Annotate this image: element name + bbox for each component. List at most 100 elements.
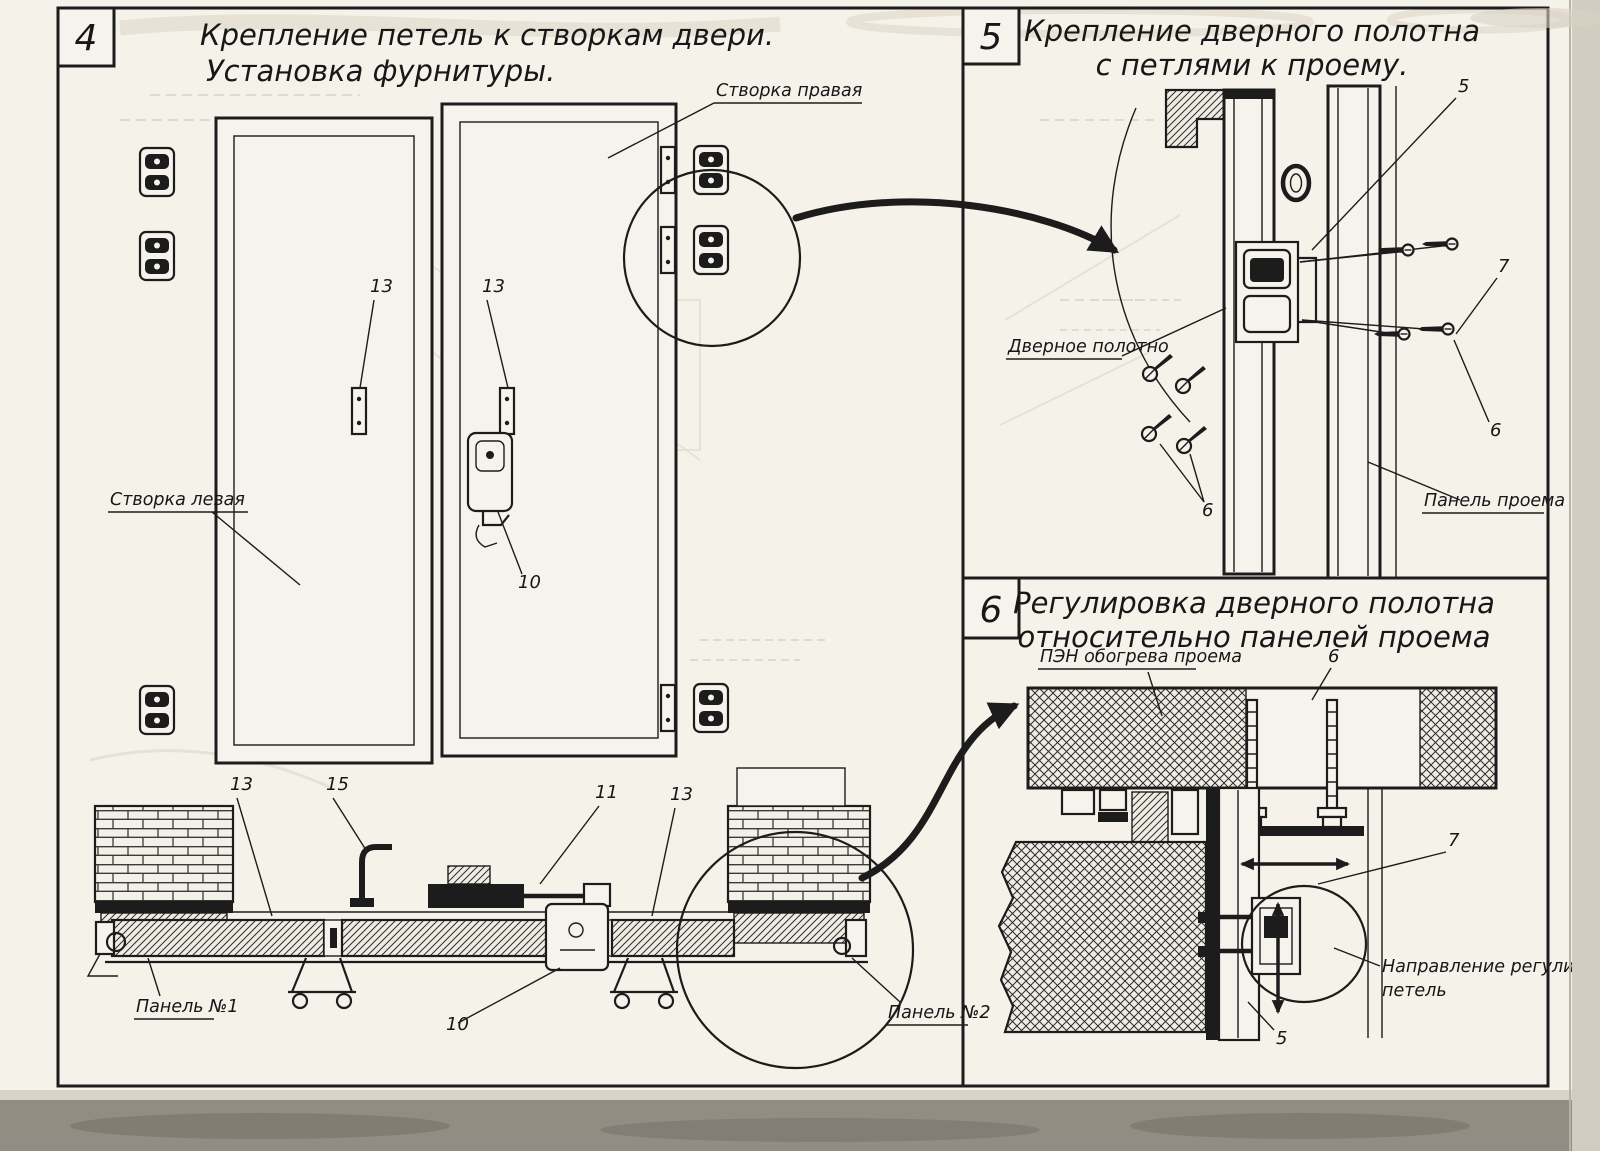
leader-line: [1189, 453, 1205, 503]
door-section-segment: [110, 918, 326, 958]
leader-line: [1317, 851, 1447, 885]
hinge-icon: [138, 146, 176, 198]
detail-circle-hinges: [622, 168, 802, 348]
leader-line: [359, 299, 375, 389]
leader-line: [1147, 671, 1163, 717]
leader-line: [1121, 307, 1227, 357]
callout-5: 5: [1276, 1028, 1287, 1049]
hinge-plate-icon: [659, 225, 677, 275]
callout-13: 13: [482, 276, 505, 297]
callout-10: 10: [446, 1014, 469, 1035]
panel-4: Створка правая Створка левая 13 13 10: [86, 81, 991, 1070]
label-right-leaf: Створка правая: [716, 81, 862, 101]
zoom-arrow-to-panel5: [792, 198, 1120, 254]
leader-line: [332, 797, 367, 851]
end-clamp-left: [86, 920, 127, 977]
hinge-icon: [138, 684, 176, 736]
callout-15: 15: [326, 774, 349, 795]
leader-line: [1301, 319, 1439, 331]
adjustment-bolt-icon: [1316, 698, 1348, 829]
foot-caster-right: [610, 957, 678, 1010]
panel-5: 5 7 6 6 Дверное полотно Панель проема: [1006, 76, 1565, 580]
callout-7: 7: [1498, 256, 1510, 277]
panel4-number-box: 4: [56, 6, 116, 68]
leader-line: [1455, 277, 1498, 335]
detail-circle-section: [675, 830, 915, 1070]
leader-line: [851, 957, 901, 1003]
panel6-title-line1: Регулировка дверного полотна: [1013, 586, 1495, 620]
leader-line: [1453, 339, 1490, 423]
leader-line: [1247, 1001, 1275, 1031]
leader-line: [651, 807, 676, 917]
leader-line: [539, 805, 600, 885]
callout-13: 13: [670, 784, 693, 805]
label-panel-2: Панель №2: [888, 1003, 991, 1023]
callout-6: 6: [1490, 420, 1501, 441]
hinge-assembly-icon: [1234, 240, 1318, 344]
callout-11: 11: [595, 782, 618, 803]
panel5-title-line1: Крепление дверного полотна: [1024, 14, 1480, 48]
leader-line: [486, 299, 509, 389]
label-direction-line1: Направление регулировки: [1382, 957, 1600, 977]
panel6-title-line2: относительно панелей проема: [1018, 620, 1491, 654]
leader-line: [1367, 461, 1461, 501]
foot-caster-left: [288, 957, 356, 1010]
callout-7: 7: [1448, 830, 1460, 851]
panel5-title-line2: с петлями к проему.: [1096, 48, 1409, 82]
latch-icon: [466, 431, 514, 548]
label-left-leaf: Створка левая: [110, 490, 245, 510]
panel-6: ПЭН обогрева проема 6 7 5 Направление ре…: [997, 646, 1600, 1049]
brick-wall-left: [93, 804, 235, 904]
drawing-frame: [56, 6, 1550, 1088]
callout-6: 6: [1202, 500, 1213, 521]
door-section-segment: [610, 918, 736, 958]
leader-line: [607, 102, 715, 159]
opening-top-beam: [1026, 686, 1498, 790]
hinge-plate: [1222, 826, 1364, 836]
leader-line: [497, 511, 523, 575]
hinge-icon: [138, 230, 176, 282]
blank-tag-box: [736, 767, 846, 807]
detail-circle-adjust: [1240, 884, 1368, 1004]
zoom-arrow-to-panel6: [858, 702, 1020, 882]
panel5-number: 5: [980, 17, 1003, 58]
panel4-number: 4: [75, 18, 98, 59]
handle-ring-icon: [1280, 163, 1312, 203]
leader-line: [1159, 443, 1205, 503]
leader-line: [1311, 97, 1457, 251]
end-clamp-right: [832, 918, 868, 958]
left-door-leaf: [214, 116, 434, 765]
leader-line: [147, 957, 161, 997]
label-direction-line2: петель: [1382, 981, 1447, 1001]
leader-line: [1311, 667, 1332, 701]
leader-line: [1301, 319, 1395, 335]
insulation-block: [997, 840, 1208, 1034]
handle-icon: [350, 844, 392, 907]
callout-13: 13: [370, 276, 393, 297]
leader-line: [457, 967, 561, 1024]
label-panel-1: Панель №1: [136, 997, 239, 1017]
leader-line: [211, 511, 301, 586]
panel6-number: 6: [980, 590, 1003, 631]
hinge-icon: [692, 682, 730, 734]
panel4-title-line2: Установка фурнитуры.: [206, 54, 555, 88]
callout-13: 13: [230, 774, 253, 795]
door-edge-section: [1206, 786, 1261, 1042]
detail-arc: [1110, 107, 1191, 423]
cross-section: [86, 767, 915, 1070]
panel5-number-box: 5: [961, 6, 1021, 66]
panel6-number-box: 6: [961, 576, 1021, 640]
opening-panel-section: [1326, 84, 1397, 580]
callout-5: 5: [1458, 76, 1469, 97]
right-door-leaf: [440, 102, 678, 758]
brick-wall-right: [726, 804, 872, 904]
hinge-plate-icon: [659, 683, 677, 733]
callout-6: 6: [1328, 646, 1339, 667]
leader-line: [1333, 947, 1381, 967]
strike-plate-icon: [498, 386, 516, 436]
callout-10: 10: [518, 572, 541, 593]
label-door-leaf: Дверное полотно: [1007, 337, 1169, 357]
